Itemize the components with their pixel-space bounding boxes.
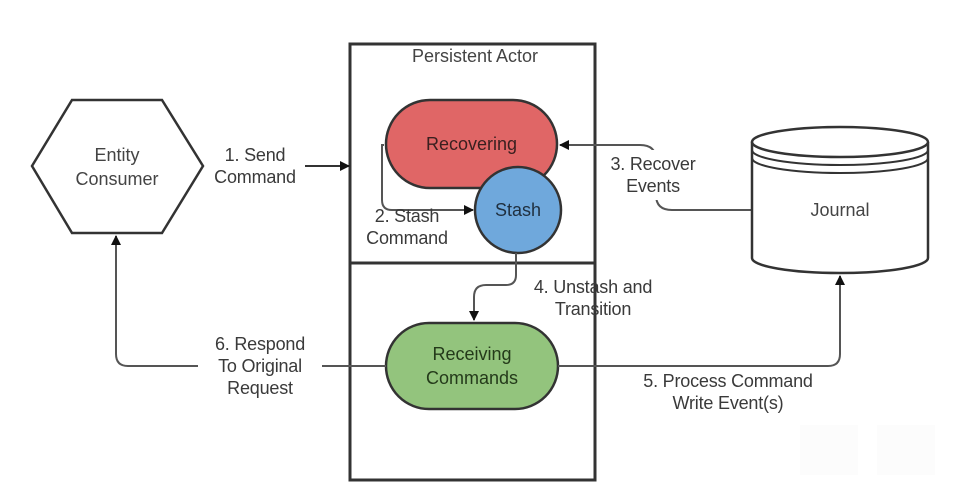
persistent-actor-title: Persistent Actor (411, 46, 539, 66)
send-command-label: 1. Send Command (200, 144, 310, 188)
stash-state (473, 165, 563, 255)
stash-command-label: 2. Stash Command (352, 205, 462, 249)
download-button[interactable] (800, 425, 858, 475)
stash-label: Stash (494, 200, 542, 220)
process-command-line-2: Write Event(s) (672, 393, 784, 413)
entity-consumer-hexagon (30, 98, 205, 235)
share-button[interactable] (877, 425, 935, 475)
recovering-label: Recovering (425, 134, 518, 154)
entity-consumer-label: Entity Consumer (62, 143, 172, 191)
recover-events-line-2: Events (626, 176, 680, 196)
stash-command-line-2: Command (366, 228, 448, 248)
respond-line-1: 6. Respond (214, 334, 306, 354)
unstash-transition-arrow (469, 253, 517, 321)
recover-events-label: 3. Recover Events (598, 153, 708, 197)
process-command-arrow (558, 275, 845, 367)
stash-command-arrow (381, 144, 474, 215)
recover-events-line-1: 3. Recover (610, 154, 696, 174)
process-command-line-1: 5. Process Command (643, 371, 813, 391)
receiving-label: Receiving Commands (386, 342, 558, 390)
receiving-line-1: Receiving (432, 344, 512, 364)
respond-line-2: To Original (218, 356, 302, 376)
send-command-line-2: Command (214, 167, 296, 187)
respond-line-3: Request (227, 378, 293, 398)
entity-consumer-line-1: Entity (94, 145, 140, 165)
journal-label: Journal (810, 200, 870, 220)
unstash-transition-label: 4. Unstash and Transition (518, 276, 668, 320)
journal-database (750, 125, 930, 275)
process-command-label: 5. Process Command Write Event(s) (618, 370, 838, 414)
respond-label: 6. Respond To Original Request (200, 333, 320, 399)
receiving-line-2: Commands (425, 368, 519, 388)
send-command-line-1: 1. Send (224, 145, 286, 165)
unstash-transition-line-1: 4. Unstash and (533, 277, 653, 297)
stash-command-line-1: 2. Stash (374, 206, 440, 226)
unstash-transition-line-2: Transition (554, 299, 632, 319)
entity-consumer-line-2: Consumer (75, 169, 159, 189)
respond-arrow (111, 235, 386, 367)
